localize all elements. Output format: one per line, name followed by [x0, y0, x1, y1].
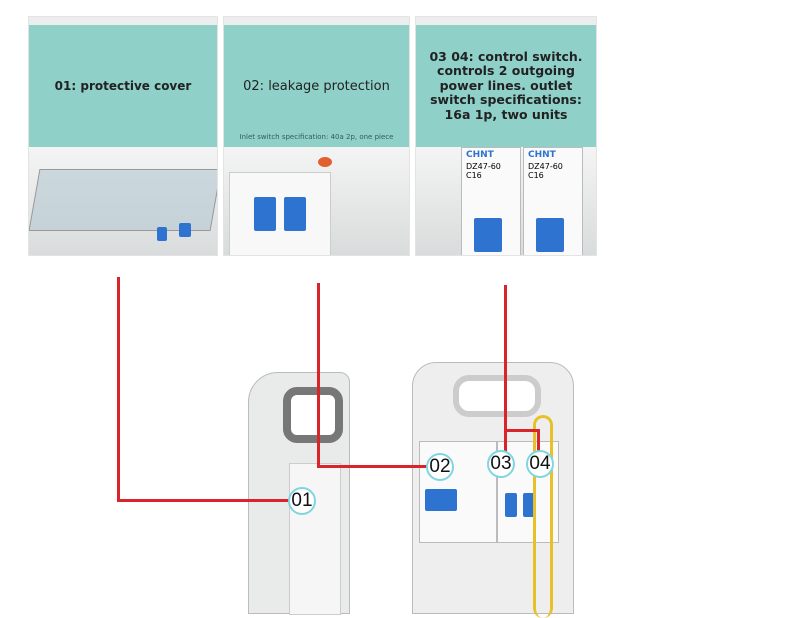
cover-photo [29, 147, 217, 255]
panel-title-text: 02: leakage protection [243, 78, 390, 94]
rcd-photo [224, 147, 409, 255]
panel-leakage-protection: 02: leakage protection Inlet switch spec… [223, 16, 410, 256]
leader-line-04-h [504, 429, 540, 432]
panel-control-switch: 03 04: control switch. controls 2 outgoi… [415, 16, 597, 256]
leader-line-02-h [317, 465, 429, 468]
panel-title: 02: leakage protection Inlet switch spec… [224, 25, 409, 147]
callout-02: 02 [426, 453, 454, 481]
brand: CHNT [466, 150, 494, 160]
leader-line-03 [504, 285, 507, 452]
panel-title: 03 04: control switch. controls 2 outgoi… [416, 25, 596, 147]
leader-line-04 [537, 429, 540, 451]
leader-line-02 [317, 283, 320, 468]
panel-title: 01: protective cover [29, 25, 217, 147]
breaker-1: CHNT DZ47-60 C16 [461, 147, 521, 255]
leader-line-01 [117, 277, 120, 502]
leader-line-01-h [117, 499, 290, 502]
callout-01: 01 [288, 487, 316, 515]
brand: CHNT [528, 150, 556, 160]
rating: C16 [528, 171, 544, 180]
breaker-2: CHNT DZ47-60 C16 [523, 147, 583, 255]
panel-subtitle: Inlet switch specification: 40a 2p, one … [239, 133, 394, 141]
callout-04: 04 [526, 450, 554, 478]
panel-protective-cover: 01: protective cover [28, 16, 218, 256]
device-box [412, 362, 574, 618]
mcb-photo: CHNT DZ47-60 C16 CHNT DZ47-60 C16 [416, 147, 596, 255]
rating: C16 [466, 171, 482, 180]
callout-03: 03 [487, 450, 515, 478]
model: DZ47-60 [528, 162, 563, 171]
model: DZ47-60 [466, 162, 501, 171]
